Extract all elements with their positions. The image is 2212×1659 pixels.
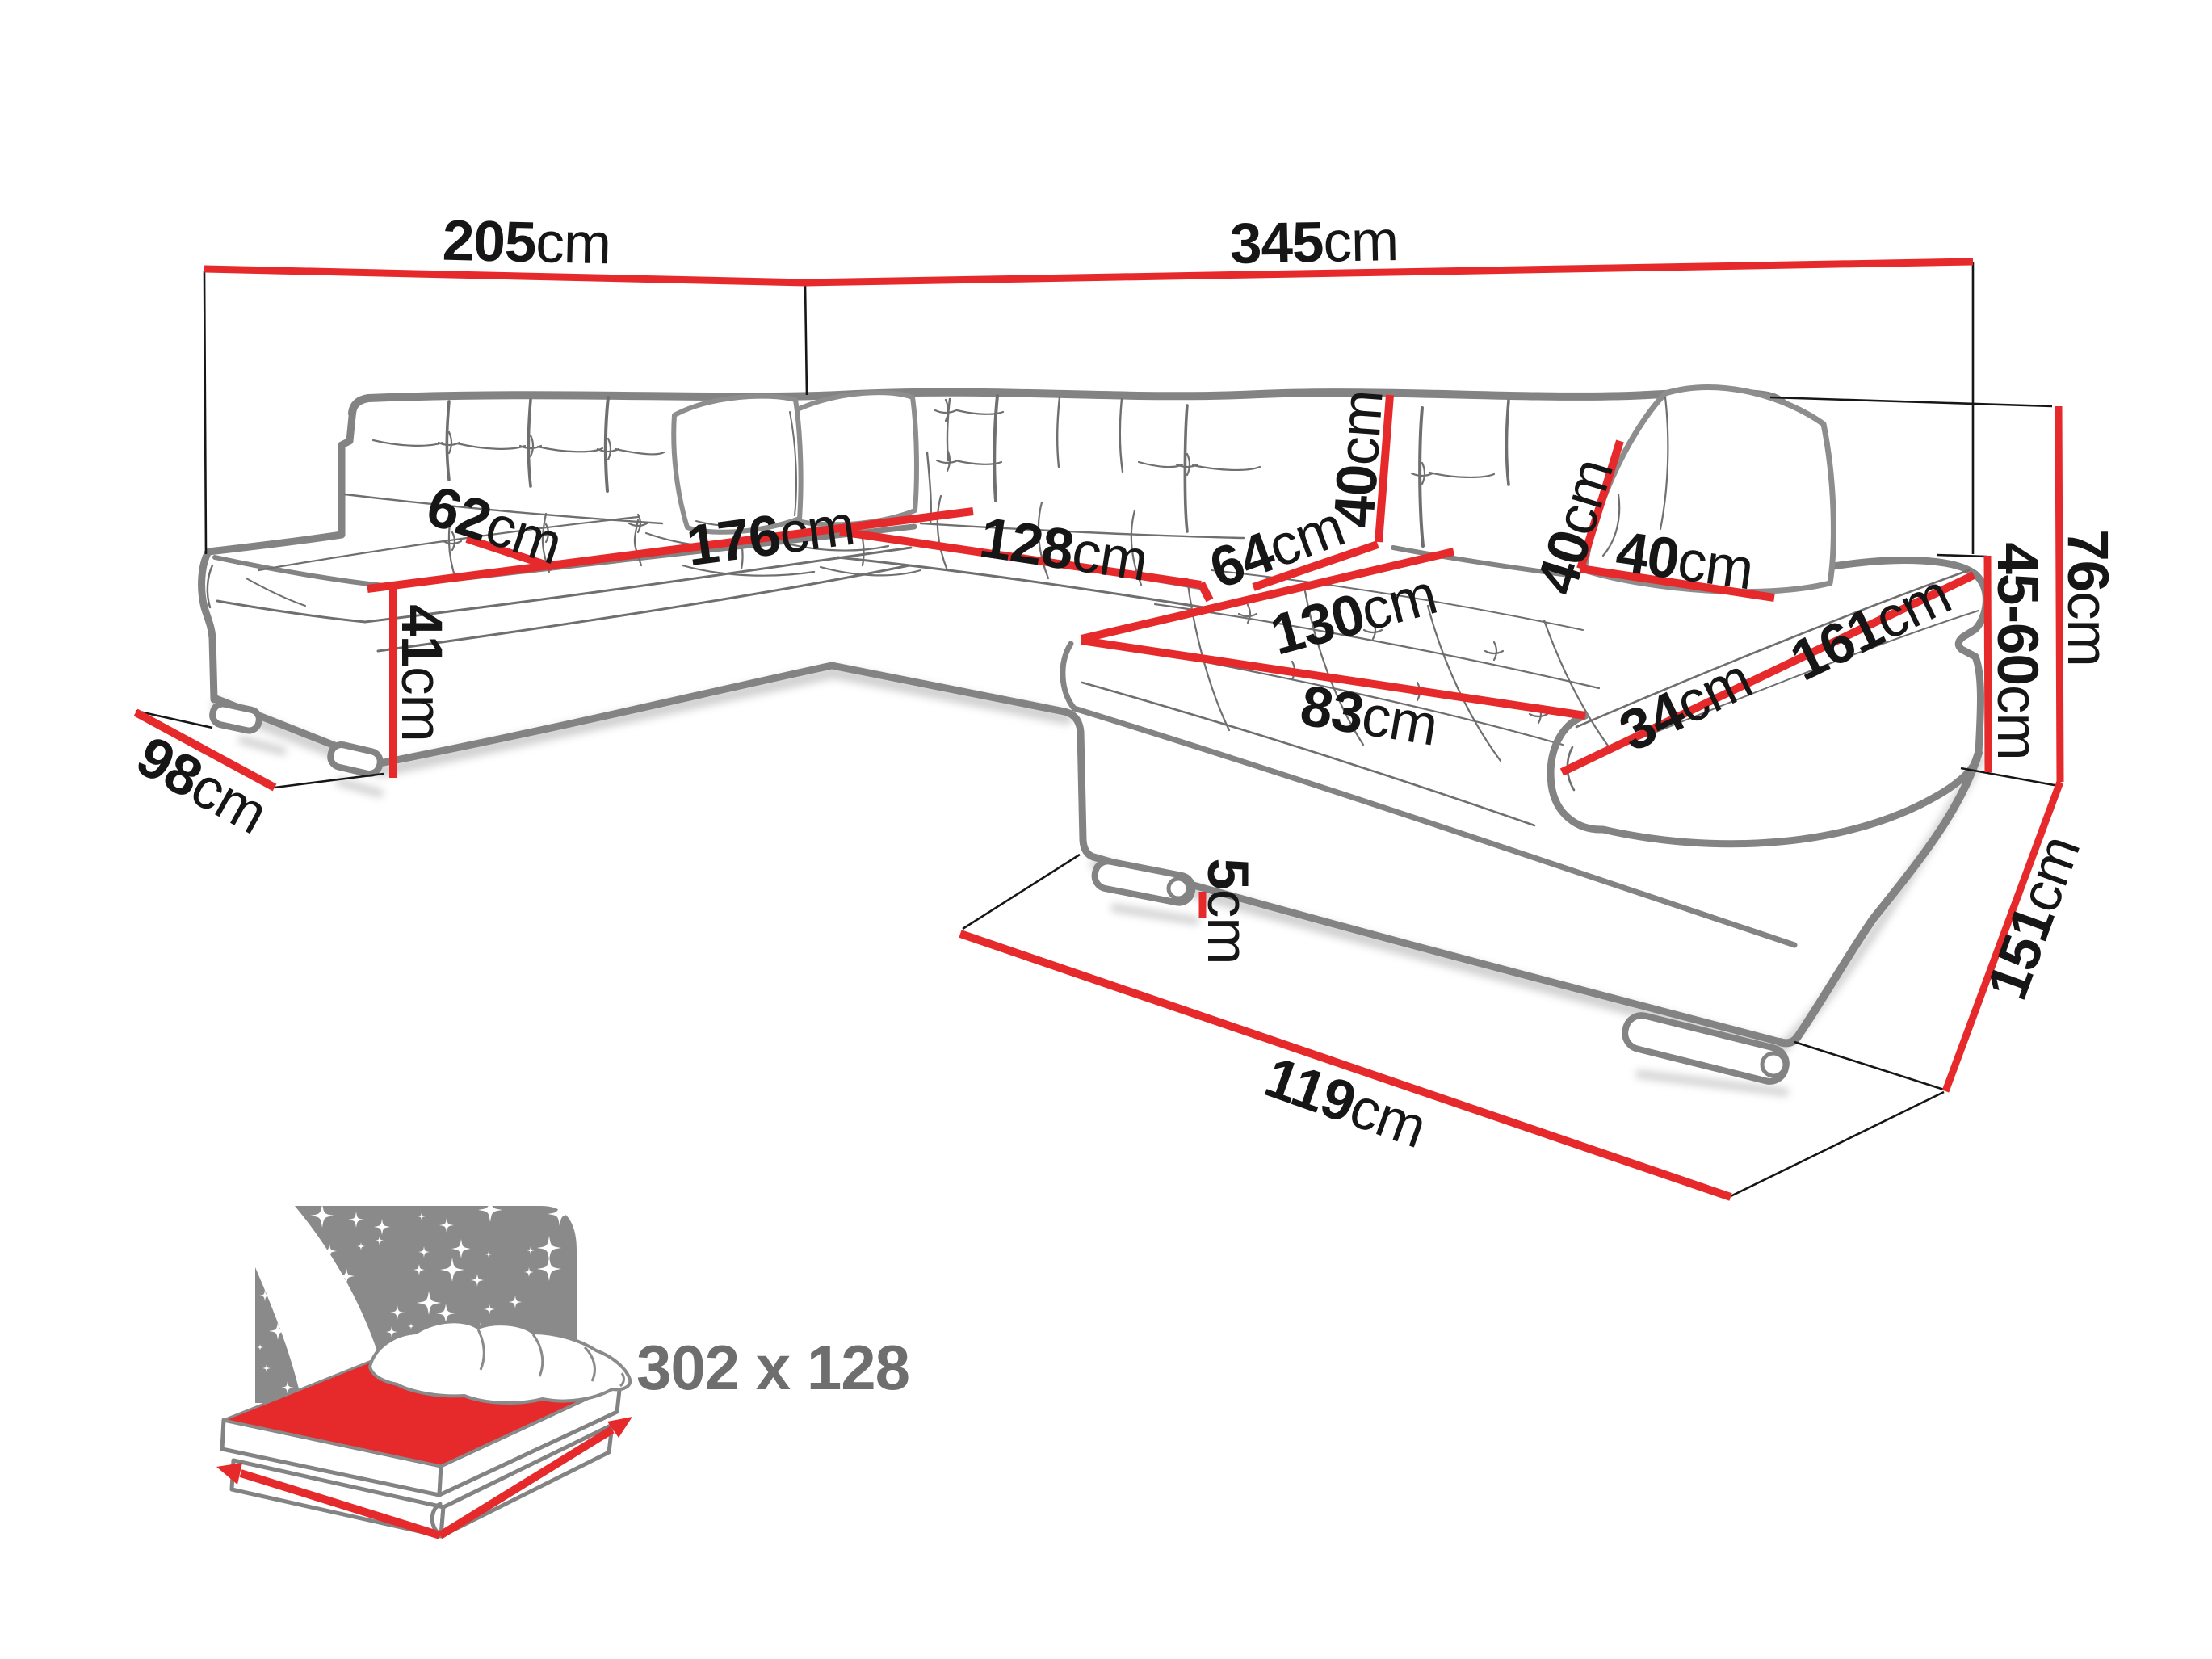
svg-text:41cm: 41cm [390,604,454,741]
svg-text:40cm: 40cm [1322,388,1396,530]
svg-text:205cm: 205cm [442,208,611,276]
svg-text:345cm: 345cm [1229,209,1399,276]
svg-text:40cm: 40cm [1613,519,1757,602]
svg-text:5cm: 5cm [1196,858,1260,964]
svg-text:302 x 128: 302 x 128 [636,1332,909,1403]
svg-text:176cm: 176cm [683,493,858,578]
svg-text:45-60cm: 45-60cm [1986,542,2050,759]
svg-text:83cm: 83cm [1296,674,1442,758]
svg-text:128cm: 128cm [976,506,1152,594]
svg-text:76cm: 76cm [2056,529,2120,666]
